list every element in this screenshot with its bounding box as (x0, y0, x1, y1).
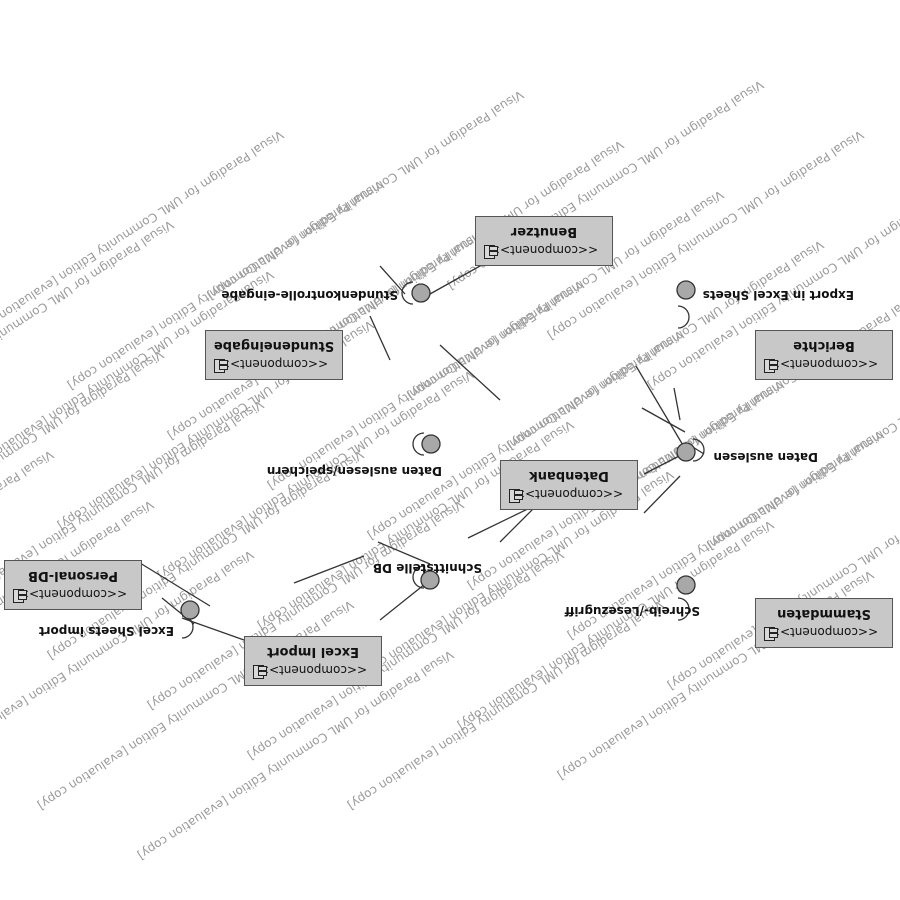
connector-line (641, 407, 686, 433)
connector-line (635, 365, 688, 453)
connector-line (369, 315, 391, 361)
interface-label-schreib-lesezugriff: Schreib-/Lesezugriff (564, 604, 700, 618)
component-icon (253, 665, 264, 679)
component-icon (509, 489, 520, 503)
component-berichte[interactable]: <<component>> Berichte (755, 330, 893, 380)
connector-line (139, 562, 211, 607)
interface-label-stundenkontrolle: Stundenkontrolle-eingabe (221, 288, 398, 302)
connector-line (673, 387, 681, 421)
component-icon (214, 359, 225, 373)
connector-line (439, 344, 501, 401)
component-benutzer[interactable]: <<component>> Benutzer (475, 216, 613, 266)
connector-line (377, 541, 431, 565)
component-name: Datenbank (529, 468, 609, 483)
component-icon (13, 589, 24, 603)
component-name: Stundeneingabe (213, 338, 335, 353)
interface-lollipop (676, 438, 705, 462)
connector-line (643, 475, 681, 514)
component-name: Excel Import (267, 644, 360, 659)
interface-lollipop (412, 432, 441, 456)
component-icon (764, 627, 775, 641)
component-name: Personal-DB (28, 568, 119, 583)
interface-label-daten-speichern: Daten auslesen/speichern (266, 464, 442, 478)
component-excel-import[interactable]: <<component>> Excel Import (244, 636, 382, 686)
component-name: Stammdaten (777, 606, 871, 621)
interface-label-excel-sheets-import: Excel Sheets import (38, 624, 174, 638)
connector-line (379, 265, 406, 295)
interface-lollipop (401, 281, 431, 305)
component-icon (484, 245, 495, 259)
connector-line (293, 555, 365, 584)
interface-label-export: Export in Excel Sheets (702, 288, 854, 302)
component-name: Benutzer (510, 224, 578, 239)
connector-line (161, 597, 195, 625)
interface-lollipop (676, 575, 696, 621)
interface-label-daten-auslesen: Daten auslesen (713, 450, 818, 464)
component-icon (764, 359, 775, 373)
connector-line (379, 579, 431, 621)
interface-lollipop (412, 565, 440, 590)
component-personal-db[interactable]: <<component>> Personal-DB (4, 560, 142, 610)
component-name: Berichte (793, 338, 855, 353)
interface-lollipop (180, 600, 200, 639)
component-datenbank[interactable]: <<component>> Datenbank (500, 460, 638, 510)
connector-line (499, 503, 539, 543)
interface-label-schnittstelle: Schnittstelle DB (372, 561, 482, 575)
component-stundeneingabe[interactable]: <<component>> Stundeneingabe (205, 330, 343, 380)
interface-lollipop (676, 280, 696, 329)
component-stammdaten[interactable]: <<component>> Stammdaten (755, 598, 893, 648)
